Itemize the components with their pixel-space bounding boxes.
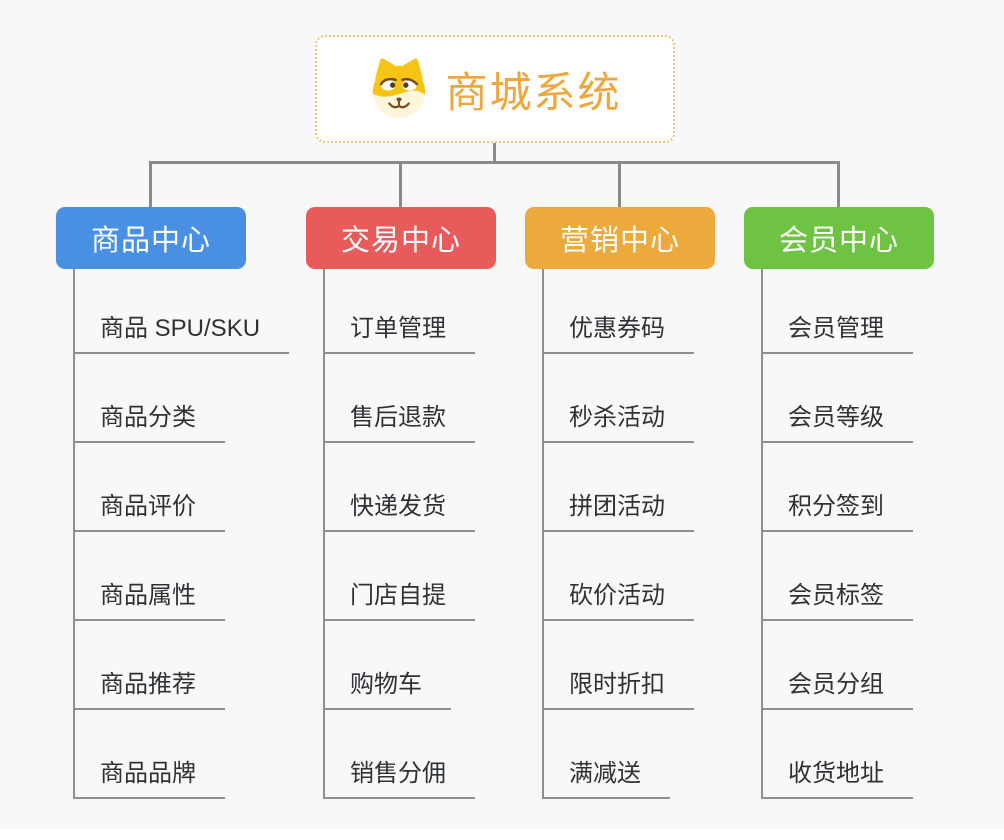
- child-node[interactable]: 售后退款: [325, 354, 475, 443]
- category-box-marketing[interactable]: 营销中心: [525, 207, 715, 269]
- children-list-marketing: 优惠券码 秒杀活动 拼团活动 砍价活动 限时折扣 满减送: [542, 269, 694, 799]
- child-node[interactable]: 商品推荐: [75, 621, 289, 710]
- connector-drop-member: [837, 163, 840, 208]
- child-node[interactable]: 商品 SPU/SKU: [75, 269, 290, 354]
- child-node[interactable]: 会员等级: [763, 354, 913, 443]
- child-node[interactable]: 会员标签: [763, 532, 913, 621]
- child-node[interactable]: 积分签到: [763, 443, 913, 532]
- connector-drop-product: [149, 163, 152, 208]
- branch-trade-center: 交易中心 订单管理 售后退款 快递发货 门店自提 购物车 销售分佣: [306, 207, 496, 799]
- branch-member-center: 会员中心 会员管理 会员等级 积分签到 会员标签 会员分组 收货地址: [744, 207, 934, 799]
- bottom-strip: [0, 829, 1004, 840]
- child-node[interactable]: 快递发货: [325, 443, 475, 532]
- root-node[interactable]: 商城系统: [315, 35, 675, 143]
- child-node[interactable]: 门店自提: [325, 532, 475, 621]
- child-node[interactable]: 会员管理: [763, 269, 913, 354]
- children-list-member: 会员管理 会员等级 积分签到 会员标签 会员分组 收货地址: [761, 269, 913, 799]
- children-list-trade: 订单管理 售后退款 快递发货 门店自提 购物车 销售分佣: [323, 269, 475, 799]
- child-node[interactable]: 秒杀活动: [544, 354, 694, 443]
- branch-product-center: 商品中心 商品 SPU/SKU 商品分类 商品评价 商品属性 商品推荐 商品品牌: [56, 207, 290, 799]
- branch-marketing-center: 营销中心 优惠券码 秒杀活动 拼团活动 砍价活动 限时折扣 满减送: [525, 207, 715, 799]
- child-node[interactable]: 销售分佣: [325, 710, 475, 799]
- child-node[interactable]: 商品评价: [75, 443, 289, 532]
- child-node[interactable]: 拼团活动: [544, 443, 694, 532]
- child-node[interactable]: 购物车: [325, 621, 475, 710]
- connector-drop-trade: [399, 163, 402, 208]
- child-node[interactable]: 订单管理: [325, 269, 475, 354]
- child-node[interactable]: 满减送: [544, 710, 694, 799]
- child-node[interactable]: 商品品牌: [75, 710, 289, 799]
- root-title: 商城系统: [445, 68, 622, 116]
- category-box-product[interactable]: 商品中心: [56, 207, 246, 269]
- dog-face-icon: [373, 58, 426, 119]
- connector-bus: [149, 161, 840, 164]
- category-box-trade[interactable]: 交易中心: [306, 207, 496, 269]
- children-list-product: 商品 SPU/SKU 商品分类 商品评价 商品属性 商品推荐 商品品牌: [73, 269, 290, 799]
- child-node[interactable]: 收货地址: [763, 710, 913, 799]
- connector-root-stub: [493, 142, 496, 163]
- child-node[interactable]: 限时折扣: [544, 621, 694, 710]
- child-node[interactable]: 优惠券码: [544, 269, 694, 354]
- category-box-member[interactable]: 会员中心: [744, 207, 934, 269]
- child-node[interactable]: 会员分组: [763, 621, 913, 710]
- child-node[interactable]: 商品属性: [75, 532, 289, 621]
- child-node[interactable]: 商品分类: [75, 354, 289, 443]
- child-node[interactable]: 砍价活动: [544, 532, 694, 621]
- connector-drop-marketing: [618, 163, 621, 208]
